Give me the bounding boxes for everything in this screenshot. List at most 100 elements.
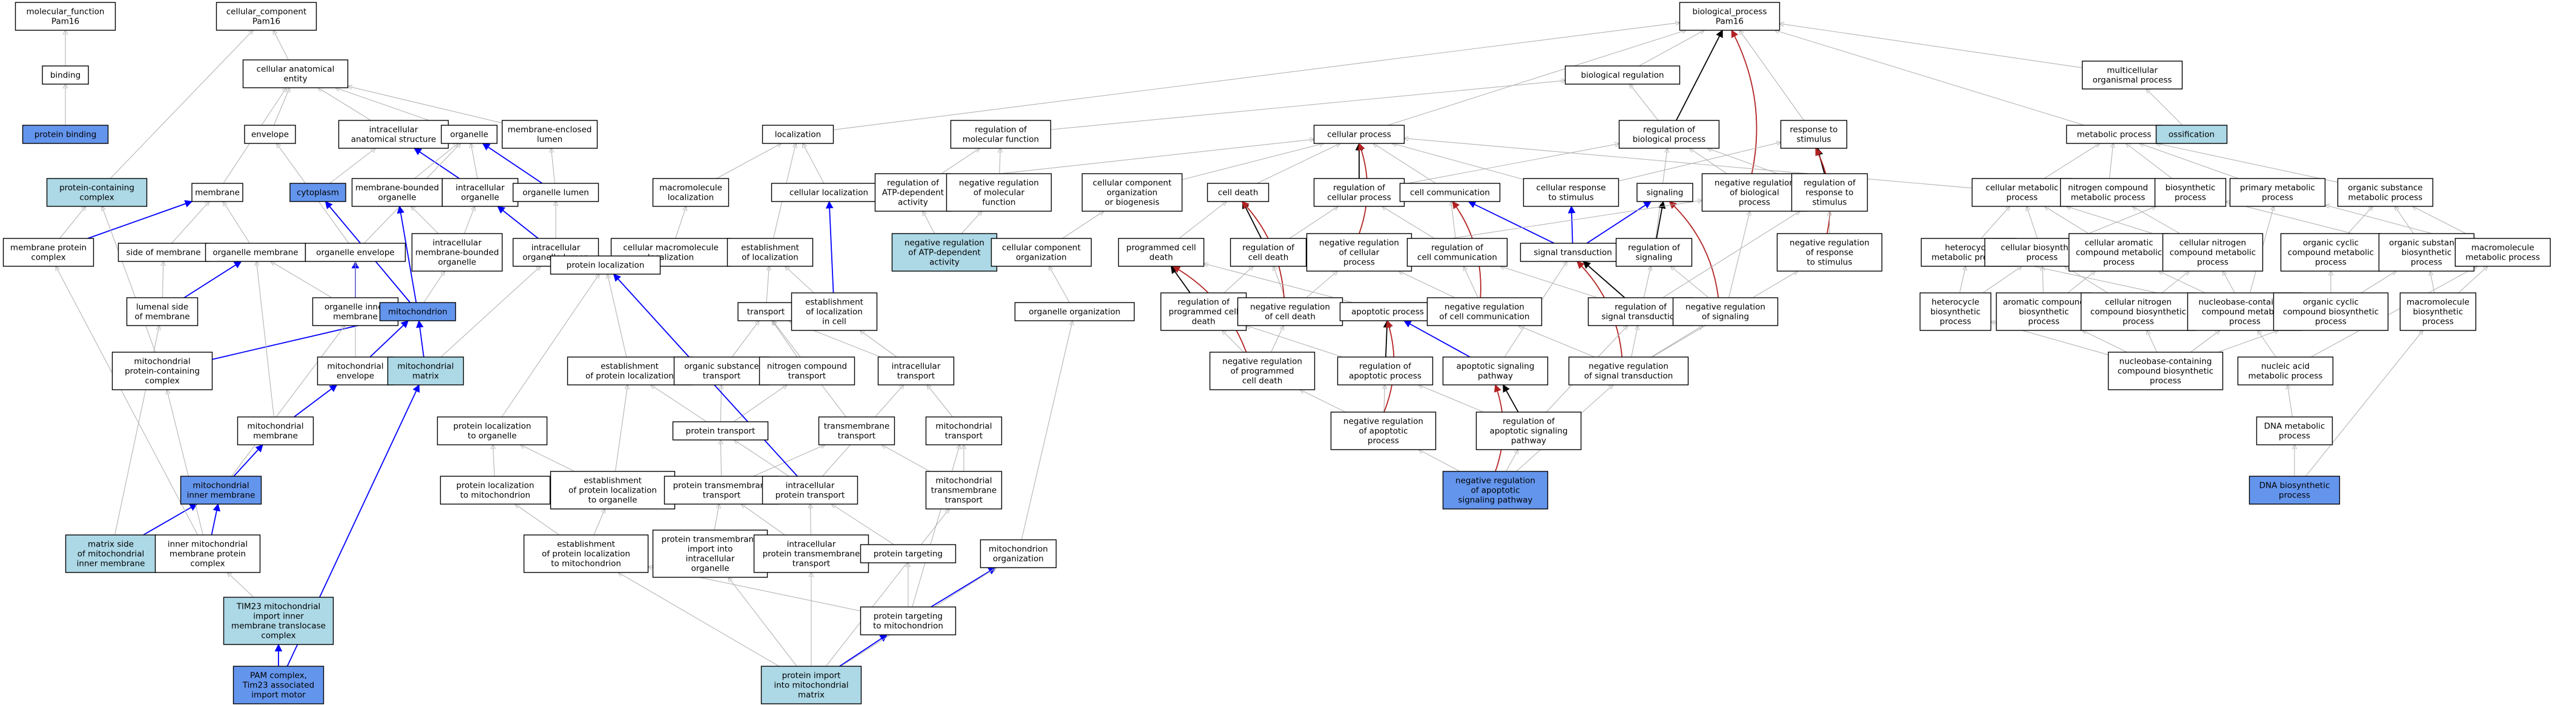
node-ptgt[interactable]: protein targeting <box>860 544 957 563</box>
node-cell-death[interactable]: cell death <box>1207 183 1270 202</box>
node-transport[interactable]: transport <box>737 302 794 321</box>
node-metabolic-process[interactable]: metabolic process <box>2066 125 2163 144</box>
node-cell-comm[interactable]: cell communication <box>1399 183 1501 202</box>
node-sig-trans[interactable]: signal transduction <box>1520 243 1626 262</box>
node-cytoplasm[interactable]: cytoplasm <box>289 183 346 202</box>
node-protein-binding[interactable]: protein binding <box>22 125 109 144</box>
node-oe[interactable]: organelle envelope <box>305 243 406 262</box>
node-apoptotic[interactable]: apoptotic process <box>1339 302 1436 321</box>
node-signaling[interactable]: signaling <box>1636 183 1693 202</box>
node-biol-reg[interactable]: biological regulation <box>1564 65 1681 85</box>
node-membrane[interactable]: membrane <box>191 183 243 202</box>
node-organelle-org[interactable]: organelle organization <box>1014 302 1135 321</box>
node-om[interactable]: organelle membrane <box>205 243 306 262</box>
node-envelope[interactable]: envelope <box>244 125 296 144</box>
node-ossification[interactable]: ossification <box>2155 125 2228 144</box>
node-binding[interactable]: binding <box>42 65 89 85</box>
node-organelle[interactable]: organelle <box>441 125 498 144</box>
node-cell-loc[interactable]: cellular localization <box>771 183 887 202</box>
node-som[interactable]: side of membrane <box>117 243 209 262</box>
node-protein-transport[interactable]: protein transport <box>672 421 769 441</box>
node-mito[interactable]: mitochondrion <box>379 302 456 321</box>
node-protein-loc[interactable]: protein localization <box>550 255 661 275</box>
node-cellular-process[interactable]: cellular process <box>1313 125 1405 144</box>
node-ol[interactable]: organelle lumen <box>512 183 599 202</box>
